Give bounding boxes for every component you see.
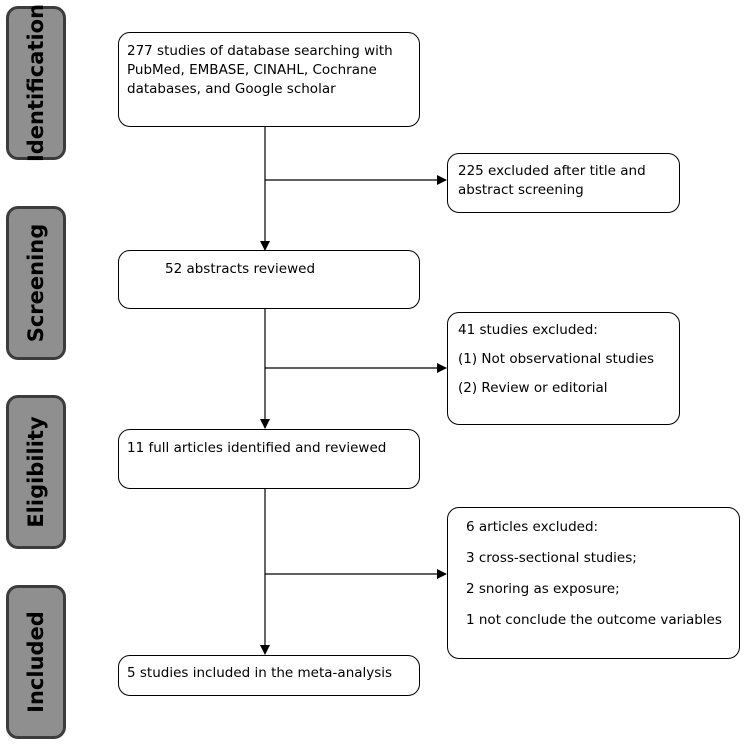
- studies-included-box: 5 studies included in the meta-analysis: [118, 655, 420, 696]
- articles-exclusion-heading: 6 articles excluded:: [466, 519, 599, 535]
- stage-eligibility: Eligibility: [6, 395, 66, 549]
- articles-exclusion-box: 6 articles excluded: 3 cross-sectional s…: [447, 507, 740, 659]
- studies-included-text: 5 studies included in the meta-analysis: [127, 665, 393, 681]
- search-results-text: 277 studies of database searching with P…: [127, 43, 393, 97]
- articles-exclusion-item: 1 not conclude the outcome variables: [466, 612, 722, 628]
- studies-exclusion-item: (2) Review or editorial: [458, 380, 608, 396]
- stage-identification: Identification: [6, 4, 66, 162]
- full-articles-text: 11 full articles identified and reviewed: [127, 440, 387, 456]
- title-abstract-exclusion-text: 225 excluded after title and abstract sc…: [458, 163, 646, 198]
- abstracts-reviewed-text: 52 abstracts reviewed: [165, 261, 316, 277]
- articles-exclusion-item: 2 snoring as exposure;: [466, 581, 620, 597]
- search-results-box: 277 studies of database searching with P…: [118, 32, 420, 127]
- abstracts-reviewed-box: 52 abstracts reviewed: [118, 250, 420, 309]
- studies-exclusion-heading: 41 studies excluded:: [458, 322, 598, 338]
- full-articles-box: 11 full articles identified and reviewed: [118, 429, 420, 489]
- articles-exclusion-item: 3 cross-sectional studies;: [466, 550, 637, 566]
- title-abstract-exclusion-box: 225 excluded after title and abstract sc…: [447, 153, 680, 213]
- studies-exclusion-box: 41 studies excluded: (1) Not observation…: [447, 312, 680, 425]
- stage-included: Included: [6, 585, 66, 739]
- studies-exclusion-item: (1) Not observational studies: [458, 351, 655, 367]
- stage-screening: Screening: [6, 206, 66, 360]
